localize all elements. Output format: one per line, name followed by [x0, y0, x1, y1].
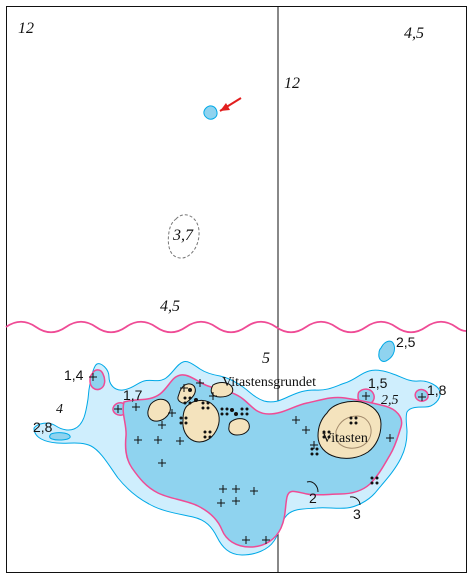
depth-label-top-left: 12	[18, 20, 34, 37]
depth-label-west-1: 1,4	[64, 367, 84, 383]
depth-label-south: 5	[262, 350, 270, 367]
depth-label-shoal: 3,7	[172, 227, 194, 244]
depth-label-divider: 12	[284, 75, 300, 92]
depth-label-east-3: 2,5	[381, 393, 399, 408]
rock-awash-symbols	[179, 396, 379, 485]
contour-2-marker	[306, 481, 319, 493]
west-shoal-1	[89, 369, 106, 391]
wavy-boundary-line	[5, 320, 467, 334]
place-name-vitastensgrundet: Vitastensgrundet	[222, 375, 316, 390]
depth-label-west-4: 2,8	[33, 419, 53, 435]
depth-label-top-right: 4,5	[404, 25, 424, 42]
islet-dots	[188, 388, 238, 416]
contour-3-marker	[349, 496, 361, 506]
small-shoal-top	[203, 105, 218, 120]
depth-label-east-4: 1,8	[427, 382, 447, 398]
depth-label-east-1: 2,5	[396, 334, 416, 350]
depth-label-east-2: 1,5	[368, 375, 388, 391]
dashed-shoal-outline	[167, 214, 200, 259]
west-small-shoal	[49, 432, 71, 441]
east-small-shoal	[378, 340, 395, 362]
contour-label-3: 3	[353, 506, 361, 522]
islet-south	[228, 418, 250, 436]
islet-east-small	[210, 382, 234, 398]
depth-label-west-3: 4	[56, 402, 63, 417]
contour-label-2: 2	[309, 490, 317, 506]
islet-west	[147, 398, 171, 422]
place-name-vitasten: Vitasten	[322, 431, 368, 446]
rock-symbols	[89, 373, 426, 544]
depth-label-mid: 4,5	[160, 298, 180, 315]
arrow-head	[220, 103, 230, 111]
depth-label-west-2: 1,7	[123, 387, 143, 403]
